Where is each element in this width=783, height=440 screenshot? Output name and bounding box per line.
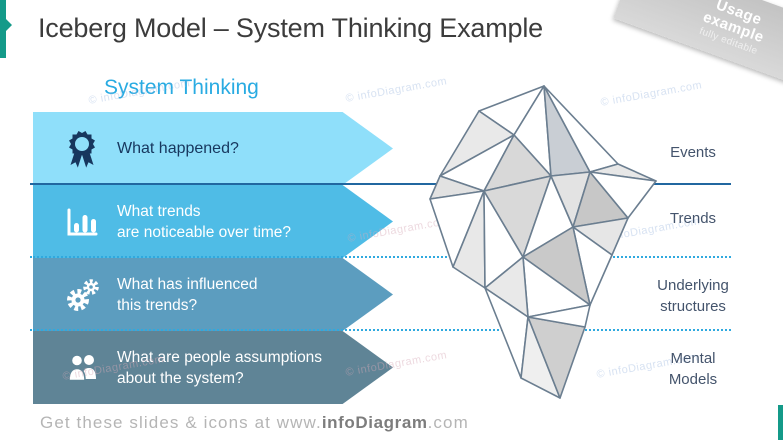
- footer-credit: Get these slides & icons at www.infoDiag…: [40, 413, 469, 433]
- footer-suffix: .com: [427, 413, 469, 432]
- label-line: Underlying: [657, 277, 729, 294]
- label-line: Events: [670, 144, 716, 161]
- label-trends: Trends: [632, 208, 754, 229]
- label-mental-models: Mental Models: [632, 348, 754, 390]
- banner-text-line1: What trends: [117, 202, 201, 220]
- people-icon: [61, 345, 103, 391]
- banner-text-line2: this trends?: [117, 296, 198, 314]
- banner-text-line2: are noticeable over time?: [117, 223, 292, 241]
- banner-what-happened: What happened?: [33, 112, 393, 185]
- corner-accent-strip: [778, 405, 783, 440]
- dotted-divider-1: [30, 256, 731, 258]
- label-line: Mental: [670, 350, 716, 367]
- banner-what-influenced: What has influenced this trends?: [33, 258, 393, 331]
- banner-text-line2: about the system?: [117, 369, 244, 387]
- label-underlying-structures: Underlying structures: [632, 275, 754, 317]
- banner-people-assumptions: What are people assumptions about the sy…: [33, 331, 393, 404]
- footer-brand-link[interactable]: infoDiagram: [321, 413, 428, 432]
- label-line: structures: [660, 298, 726, 315]
- banner-what-trends: What trends are noticeable over time?: [33, 185, 393, 258]
- iceberg-illustration: [429, 85, 657, 399]
- banner-text-line1: What has influenced: [117, 275, 258, 293]
- dotted-divider-2: [30, 329, 731, 331]
- label-line: Trends: [669, 210, 717, 227]
- label-events: Events: [632, 142, 754, 163]
- slide-title: Iceberg Model – System Thinking Example: [38, 13, 543, 43]
- bar-chart-icon: [61, 199, 103, 245]
- gears-icon: [61, 272, 103, 318]
- footer-prefix: Get these slides & icons at www.: [40, 413, 322, 432]
- award-icon: [61, 126, 103, 172]
- label-line: Models: [668, 371, 718, 388]
- accent-arrow-bar: [0, 0, 12, 58]
- banner-text-line1: What happened?: [117, 140, 239, 157]
- section-heading: System Thinking: [104, 76, 259, 99]
- waterline: [30, 183, 731, 185]
- banner-text-line1: What are people assumptions: [117, 348, 323, 366]
